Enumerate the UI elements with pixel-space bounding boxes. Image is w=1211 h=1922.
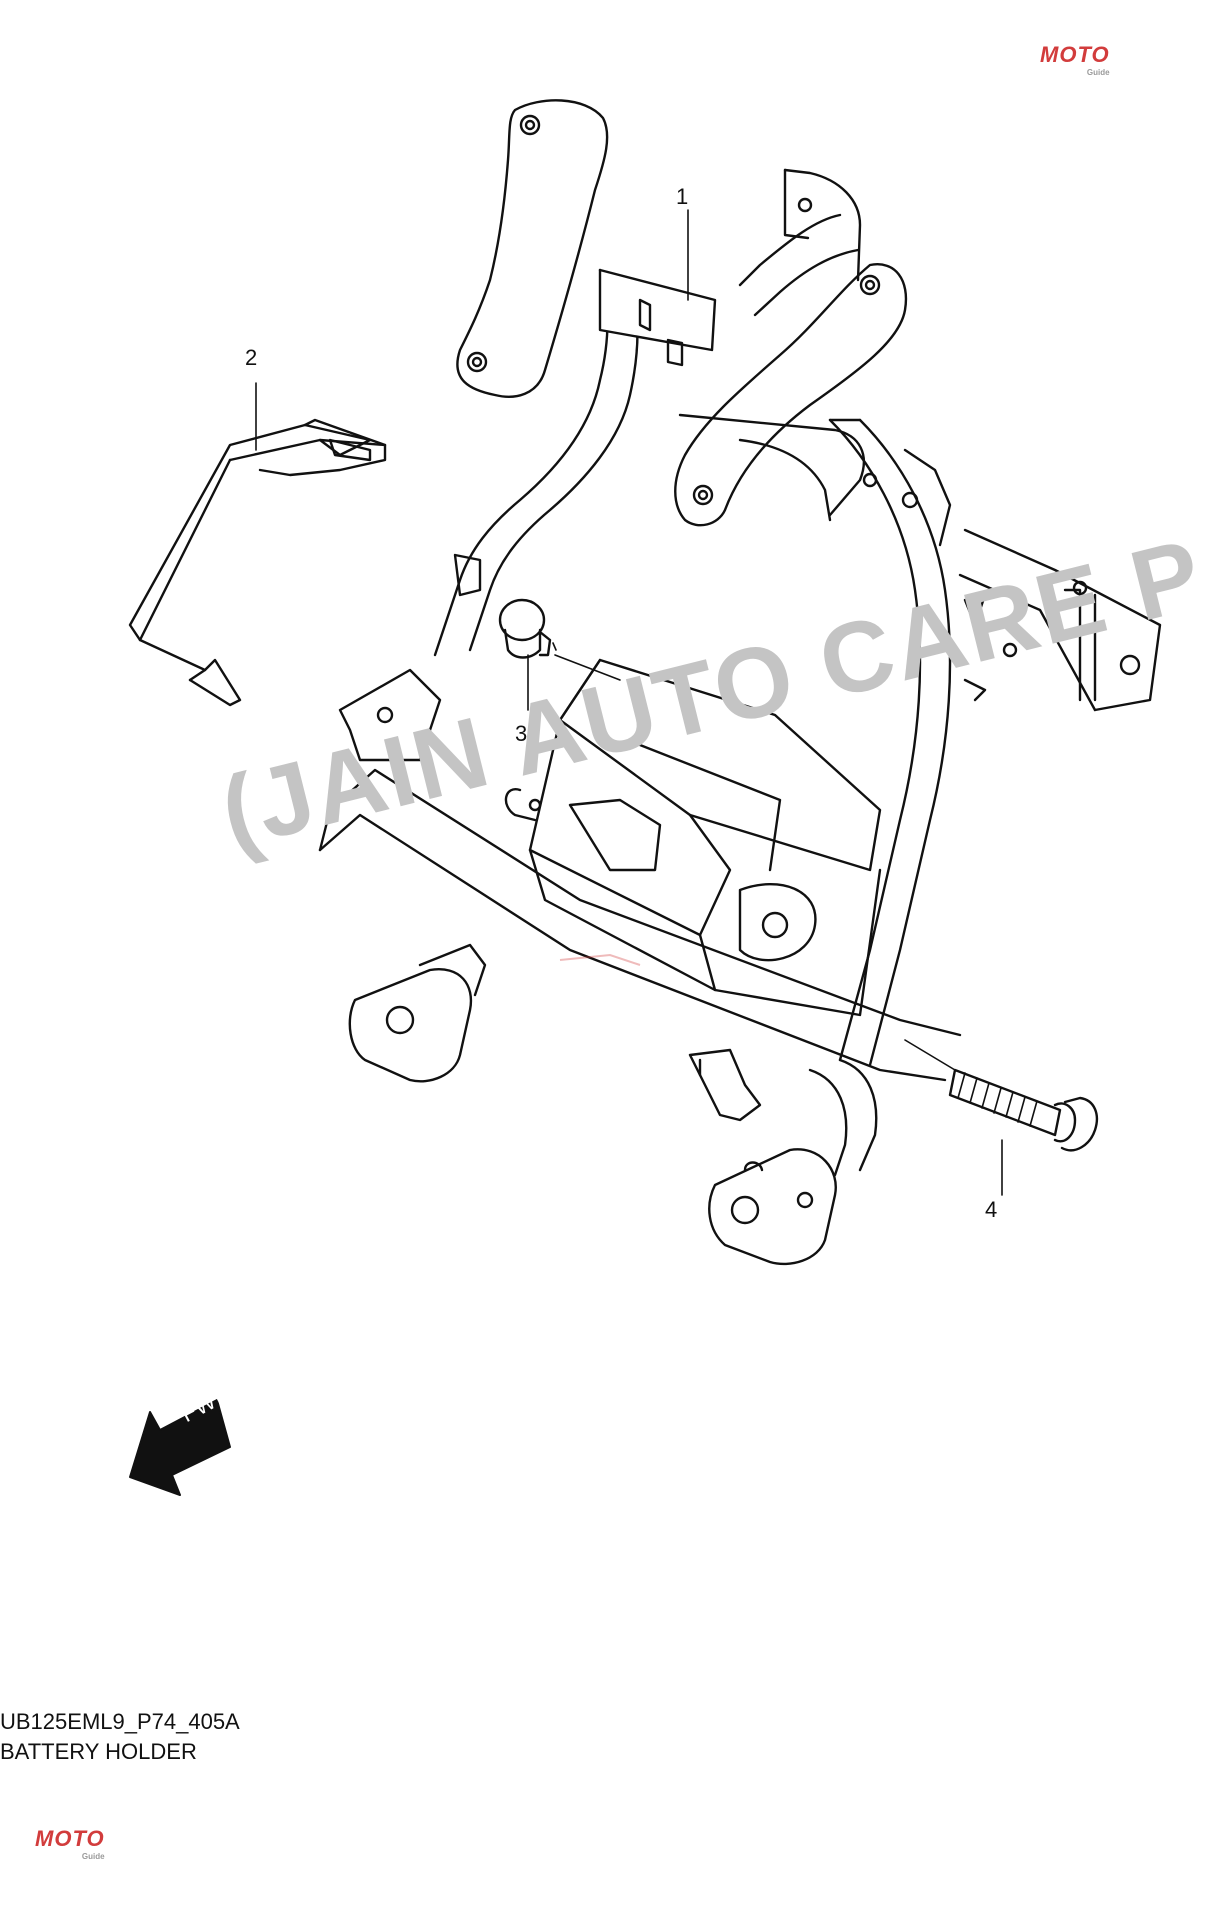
frame-lower-left-mount xyxy=(348,943,487,1083)
diagram-caption: UB125EML9_P74_405A BATTERY HOLDER xyxy=(0,1707,240,1767)
battery-tray xyxy=(504,658,882,1017)
forward-arrow-icon xyxy=(129,1399,231,1496)
callout-part-3: 3 xyxy=(515,721,528,746)
logo-top-subtext: Guide xyxy=(1086,68,1110,77)
logo-top: MOTO Guide xyxy=(1040,42,1110,77)
callout-part-2: 2 xyxy=(245,345,258,370)
center-logo-mark xyxy=(559,953,641,966)
frame-lower-rail xyxy=(318,553,962,1082)
bolt-part xyxy=(948,1068,1099,1152)
frame-top-plate xyxy=(456,99,609,398)
caption-code: UB125EML9_P74_405A xyxy=(0,1709,240,1734)
battery-band-strap xyxy=(128,418,387,707)
callout-part-1: 1 xyxy=(676,184,689,209)
logo-bottom: MOTO Guide xyxy=(35,1826,105,1861)
frame-lower-right-mount xyxy=(688,1048,878,1266)
logo-bottom-subtext: Guide xyxy=(81,1852,105,1861)
frame-right-side-bracket xyxy=(958,528,1162,712)
caption-title: BATTERY HOLDER xyxy=(0,1739,197,1764)
callout-part-4: 4 xyxy=(985,1197,998,1222)
frame-left-tube xyxy=(433,268,717,657)
frame-right-plate xyxy=(674,263,908,527)
frame-upper-crossbar xyxy=(678,413,952,547)
leader-lines xyxy=(255,209,1003,1196)
logo-top-text: MOTO xyxy=(1040,42,1110,67)
frame-right-tube xyxy=(828,418,952,1067)
logo-bottom-text: MOTO xyxy=(35,1826,105,1851)
frame-top-right-bracket xyxy=(738,168,862,317)
grommet-part xyxy=(498,598,557,659)
